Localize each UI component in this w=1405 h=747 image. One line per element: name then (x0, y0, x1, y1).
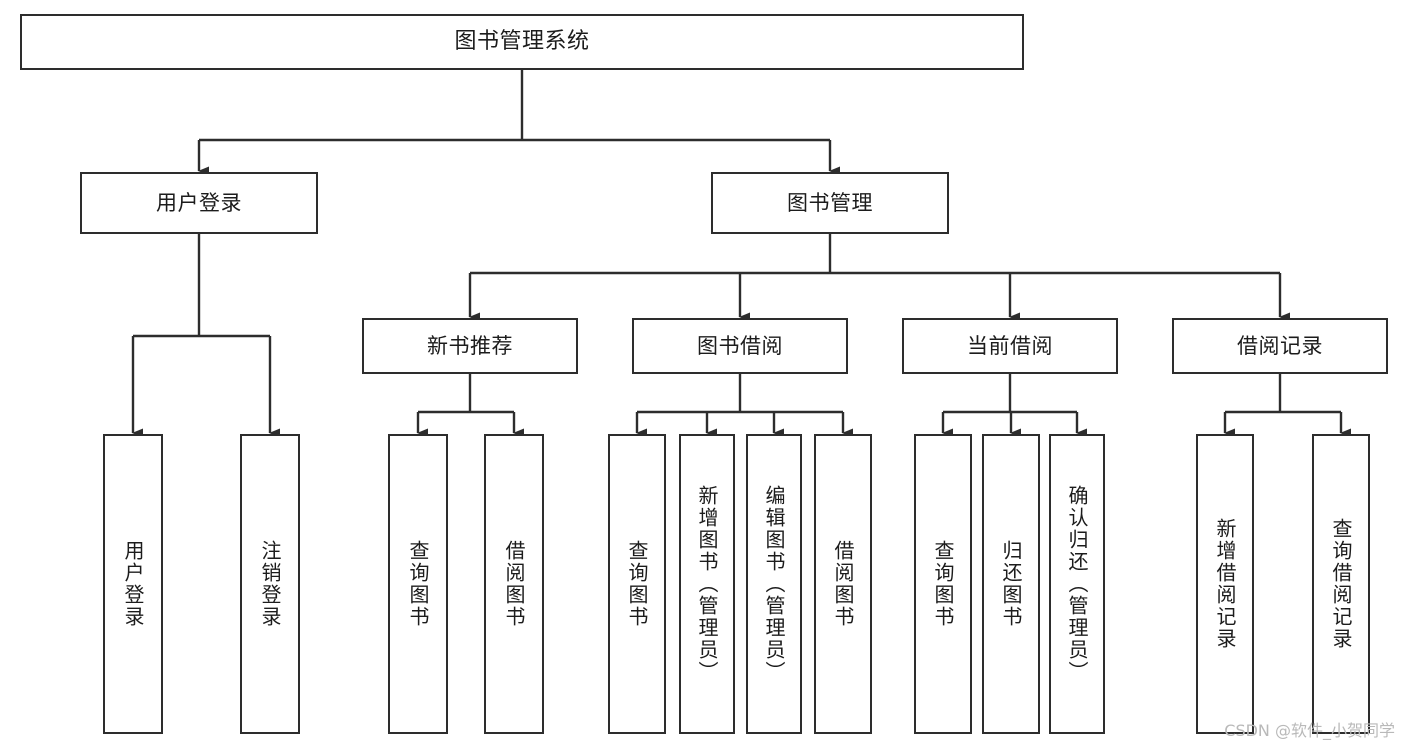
node-label: 新增借阅记录 (1213, 518, 1237, 650)
node-l-borrow1[interactable]: 借阅图书 (484, 434, 544, 734)
node-l-logout[interactable]: 注销登录 (240, 434, 300, 734)
node-label: 用户登录 (156, 190, 242, 215)
node-label: 借阅图书 (831, 540, 855, 628)
node-l-query3[interactable]: 查询图书 (914, 434, 972, 734)
node-current[interactable]: 当前借阅 (902, 318, 1118, 374)
node-label: 图书管理系统 (454, 29, 590, 55)
node-l-confirm[interactable]: 确认归还（管理员） (1049, 434, 1105, 734)
node-l-addrec[interactable]: 新增借阅记录 (1196, 434, 1254, 734)
node-l-login[interactable]: 用户登录 (103, 434, 163, 734)
watermark-text: CSDN @软件_小贺同学 (1224, 721, 1395, 740)
node-label: 查询借阅记录 (1329, 518, 1353, 650)
node-root[interactable]: 图书管理系统 (20, 14, 1024, 70)
node-label: 图书管理 (787, 190, 873, 215)
node-borrow[interactable]: 图书借阅 (632, 318, 848, 374)
node-label: 查询图书 (406, 540, 430, 628)
node-label: 查询图书 (931, 540, 955, 628)
node-label: 归还图书 (999, 540, 1023, 628)
node-newbook[interactable]: 新书推荐 (362, 318, 578, 374)
node-label: 编辑图书（管理员） (762, 485, 786, 683)
node-label: 注销登录 (258, 540, 282, 628)
node-login[interactable]: 用户登录 (80, 172, 318, 234)
node-l-query1[interactable]: 查询图书 (388, 434, 448, 734)
node-label: 借阅记录 (1237, 333, 1323, 358)
node-label: 确认归还（管理员） (1065, 485, 1089, 683)
node-l-return[interactable]: 归还图书 (982, 434, 1040, 734)
node-records[interactable]: 借阅记录 (1172, 318, 1388, 374)
node-label: 当前借阅 (967, 333, 1053, 358)
node-bookmgmt[interactable]: 图书管理 (711, 172, 949, 234)
node-label: 查询图书 (625, 540, 649, 628)
node-l-add[interactable]: 新增图书（管理员） (679, 434, 735, 734)
node-label: 图书借阅 (697, 333, 783, 358)
node-label: 新增图书（管理员） (695, 485, 719, 683)
node-label: 借阅图书 (502, 540, 526, 628)
node-label: 新书推荐 (427, 333, 513, 358)
node-label: 用户登录 (121, 540, 145, 628)
node-l-borrow2[interactable]: 借阅图书 (814, 434, 872, 734)
node-l-edit[interactable]: 编辑图书（管理员） (746, 434, 802, 734)
node-l-query2[interactable]: 查询图书 (608, 434, 666, 734)
node-l-queryrec[interactable]: 查询借阅记录 (1312, 434, 1370, 734)
edges (131, 70, 1351, 438)
